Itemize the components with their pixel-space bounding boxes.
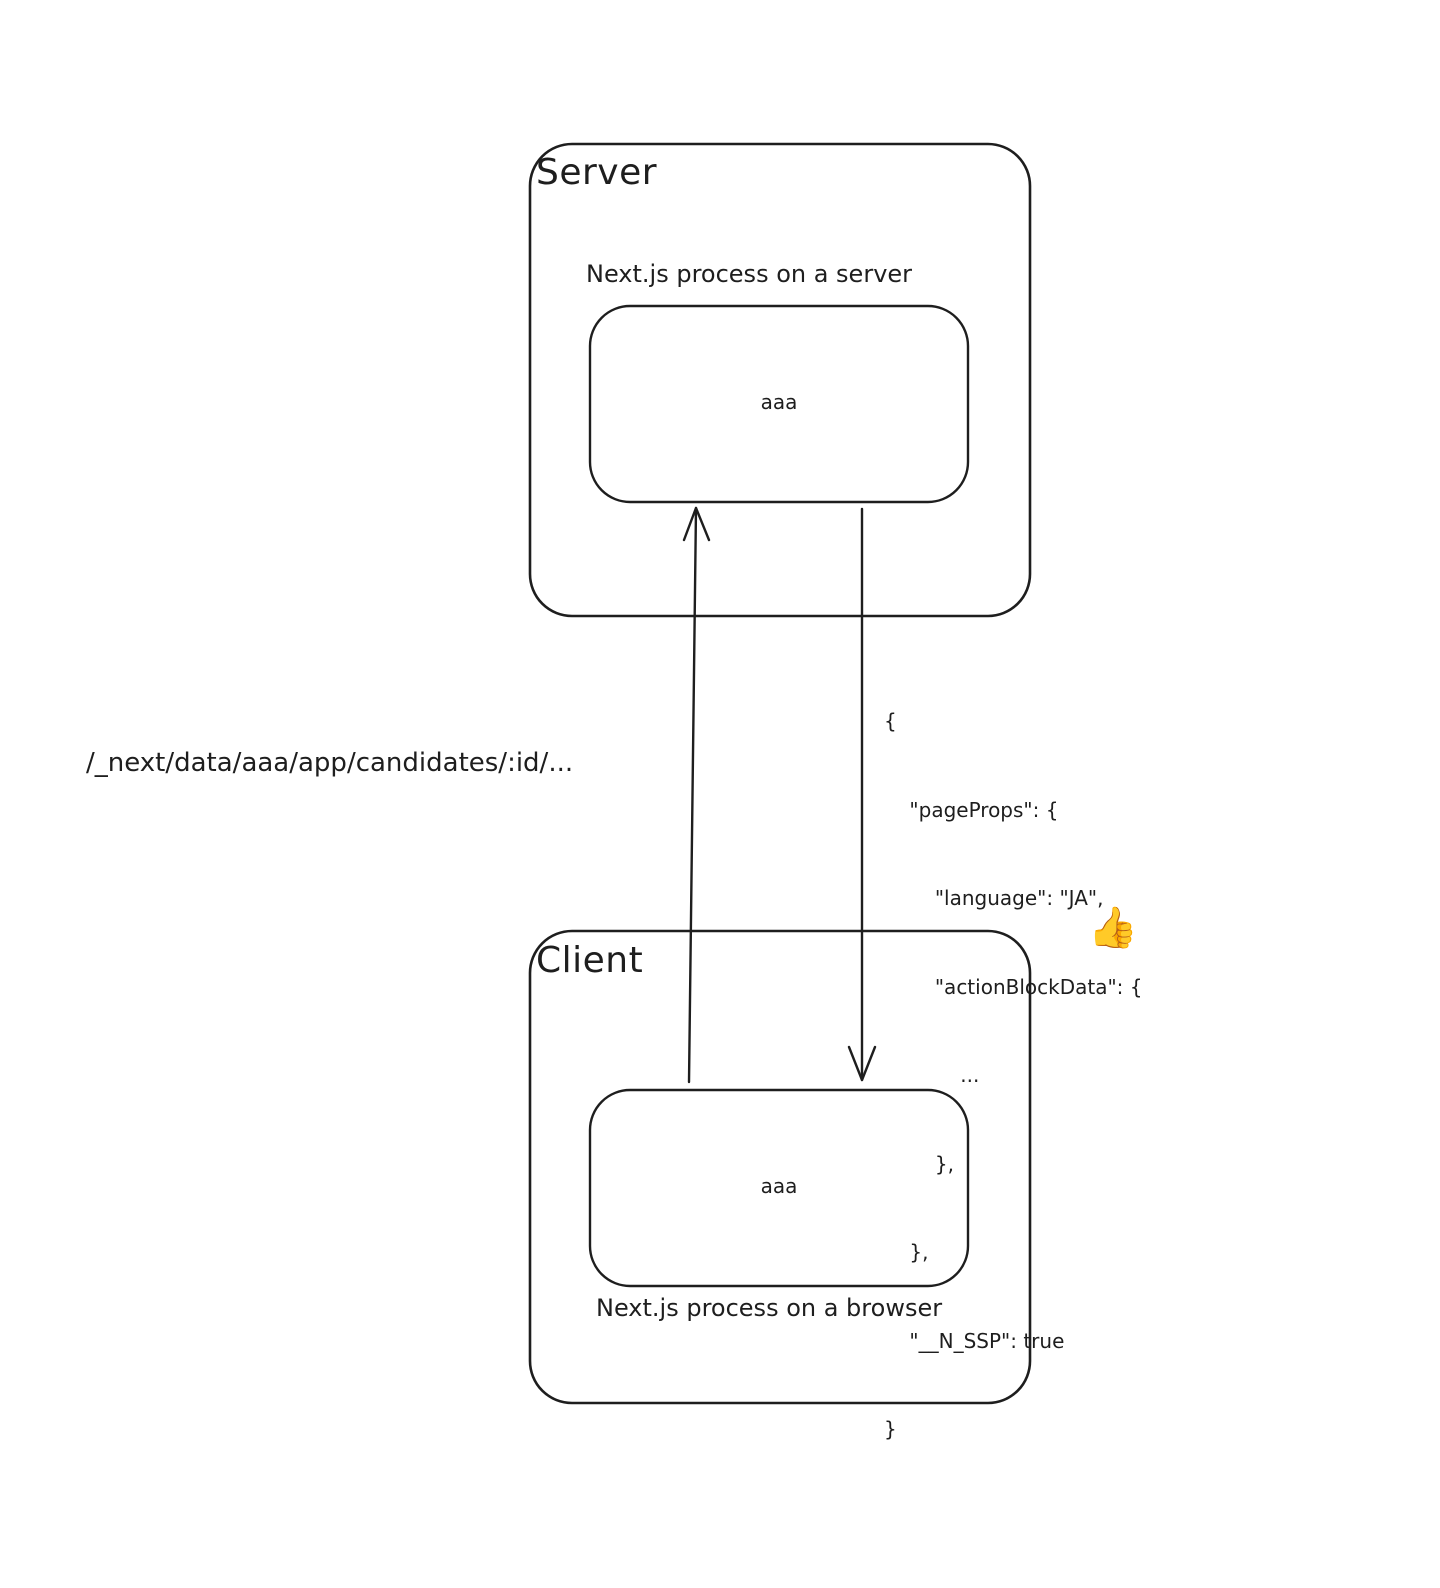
response-json-line: }, [884, 1240, 929, 1264]
response-json-line: } [884, 1417, 897, 1441]
response-json-line: "__N_SSP": true [884, 1328, 1065, 1353]
response-arrow-head [847, 1045, 877, 1082]
response-json-block: { "pageProps": { "language": "JA", "acti… [884, 648, 1143, 1474]
server-container[interactable] [528, 142, 1032, 618]
client-node-label: aaa [760, 1174, 798, 1198]
client-process-node[interactable] [588, 1088, 970, 1288]
request-arrow-shaft [687, 506, 698, 1084]
response-json-line: "pageProps": { [884, 797, 1059, 822]
thumbs-up-icon[interactable]: 👍 [1088, 905, 1138, 951]
request-arrow-head [682, 506, 711, 542]
response-json-line: }, [884, 1151, 954, 1176]
client-process-label: Next.js process on a browser [596, 1294, 943, 1322]
response-json-line: { [884, 709, 897, 733]
server-node-label: aaa [760, 390, 798, 414]
request-path-label: /_next/data/aaa/app/candidates/:id/... [86, 748, 574, 778]
response-json-line: "actionBlockData": { [884, 974, 1143, 999]
server-process-node[interactable] [588, 304, 970, 504]
response-json-line: ... [884, 1063, 980, 1087]
client-title: Client [536, 940, 644, 981]
server-process-label: Next.js process on a server [586, 260, 913, 288]
response-arrow[interactable] [847, 507, 877, 1082]
server-title: Server [536, 152, 658, 193]
response-json-line: "language": "JA", [884, 886, 1104, 910]
client-container[interactable] [528, 929, 1032, 1405]
request-arrow[interactable] [682, 506, 711, 1084]
